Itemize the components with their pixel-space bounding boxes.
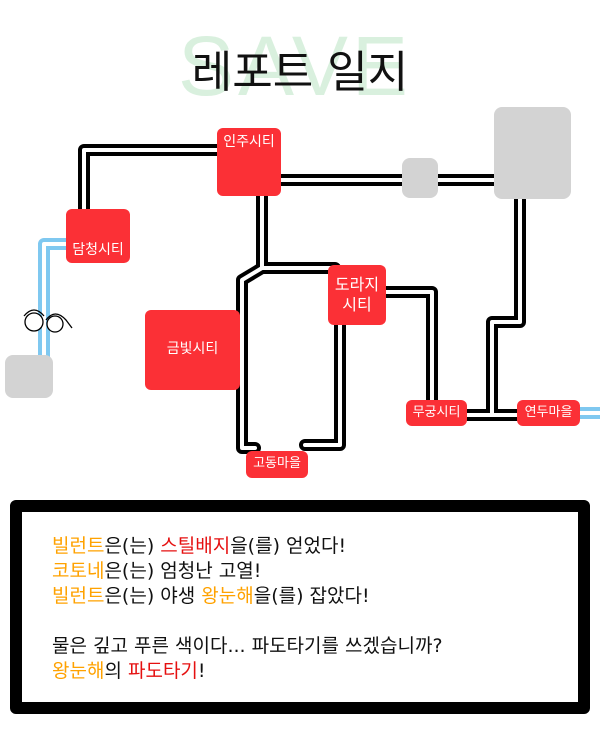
city-geumbit[interactable]: 금빛시티 <box>145 310 240 390</box>
city-label: 고동마을 <box>253 456 301 472</box>
unknown-area-west <box>5 355 53 398</box>
city-injoo[interactable]: 인주시티 <box>217 128 281 196</box>
city-damcheong[interactable]: 담청시티 <box>66 209 130 263</box>
city-label: 담청시티 <box>72 241 124 258</box>
city-label: 금빛시티 <box>166 341 219 358</box>
route-map <box>23 144 600 454</box>
dialog-box[interactable]: 빌런트은(는) 스틸배지을(를) 얻었다! 코토네은(는) 엄청난 고열! 빌런… <box>10 500 590 714</box>
save-watermark: SAVE <box>178 19 412 113</box>
page-title: 레포트 일지 <box>191 47 409 98</box>
city-label: 연두마을 <box>524 404 573 420</box>
unknown-area-small <box>402 158 438 198</box>
dialog-text: 빌런트은(는) 스틸배지을(를) 얻었다! 코토네은(는) 엄청난 고열! 빌런… <box>52 534 443 684</box>
dialog-line-4: 물은 깊고 푸른 색이다... 파도타기를 쓰겠습니까? <box>52 635 443 657</box>
dialog-line-1: 빌런트은(는) 스틸배지을(를) 얻었다! <box>52 535 347 557</box>
town-godong[interactable]: 고동마을 <box>246 451 308 478</box>
city-mugung[interactable]: 무궁시티 <box>406 400 467 426</box>
dialog-line-5: 왕눈해의 파도타기! <box>52 660 206 682</box>
town-yeondu[interactable]: 연두마을 <box>517 400 580 426</box>
dialog-line-3: 빌런트은(는) 야생 왕눈해을(를) 잡았다! <box>52 585 370 607</box>
player-characters-icon <box>23 309 73 333</box>
unknown-area-large <box>494 107 571 199</box>
city-label: 인주시티 <box>223 134 275 150</box>
dialog-line-2: 코토네은(는) 엄청난 고열! <box>52 560 262 582</box>
city-label: 무궁시티 <box>412 404 461 420</box>
